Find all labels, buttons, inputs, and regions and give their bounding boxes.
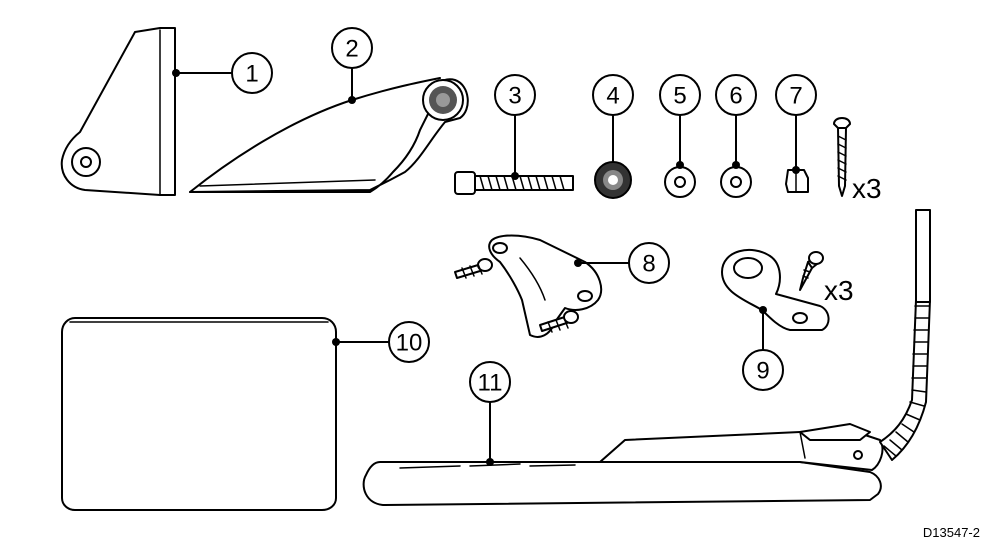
callout-1: 1 — [172, 52, 273, 94]
callout-7-label: 7 — [789, 83, 802, 110]
part-9-p-clip: x3 — [721, 248, 854, 331]
callout-10-label: 10 — [396, 330, 423, 357]
screw-x3-top: x3 — [833, 117, 882, 204]
part-6-washer — [720, 166, 752, 198]
part-11-transducer — [362, 209, 931, 506]
callout-2: 2 — [331, 27, 373, 104]
part-10-template-sheet — [61, 317, 337, 511]
quantity-label-top: x3 — [852, 173, 882, 204]
part-8-cable-bracket — [454, 234, 603, 338]
quantity-label-clip: x3 — [824, 275, 854, 306]
callout-8: 8 — [574, 242, 670, 284]
part-5-washer — [664, 166, 696, 198]
callout-5: 5 — [659, 74, 701, 169]
callout-8-label: 8 — [642, 251, 655, 278]
callout-4-label: 4 — [606, 83, 619, 110]
part-7-nut — [785, 169, 809, 193]
callout-5-label: 5 — [673, 83, 686, 110]
callout-2-label: 2 — [345, 36, 358, 63]
part-3-bolt — [454, 171, 574, 195]
callout-9: 9 — [742, 306, 784, 391]
callout-6-label: 6 — [729, 83, 742, 110]
callout-11: 11 — [469, 361, 511, 466]
part-4-lock-washer — [594, 161, 632, 199]
reference-code: D13547-2 — [923, 525, 980, 540]
part-1-bracket — [60, 27, 176, 196]
callout-9-label: 9 — [756, 358, 769, 385]
callout-10: 10 — [332, 321, 430, 363]
callout-4: 4 — [592, 74, 634, 162]
part-2-fin — [189, 77, 469, 193]
callout-1-label: 1 — [245, 61, 258, 88]
callout-3-label: 3 — [508, 83, 521, 110]
callout-3: 3 — [494, 74, 536, 180]
callout-7: 7 — [775, 74, 817, 174]
callout-6: 6 — [715, 74, 757, 169]
callout-11-label: 11 — [478, 370, 503, 397]
